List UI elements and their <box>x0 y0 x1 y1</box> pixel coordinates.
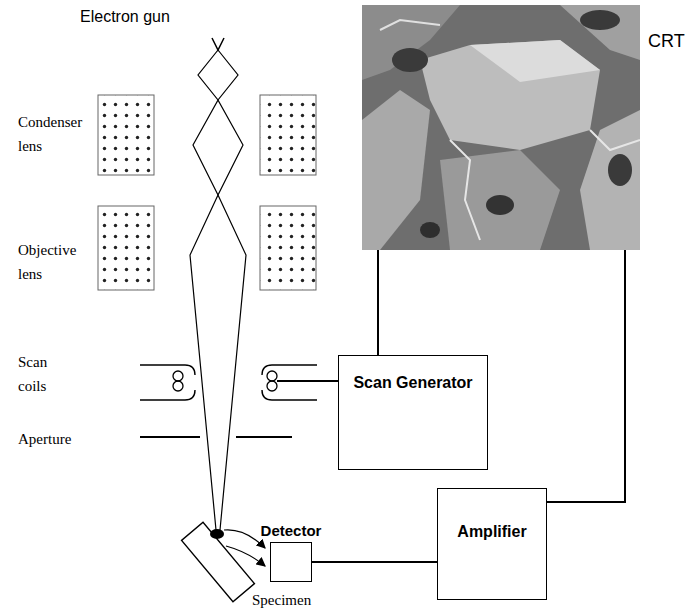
condenser-lens-coil <box>98 95 154 175</box>
screen-label: CRT <box>648 31 685 52</box>
part-label: Aperture <box>18 427 71 451</box>
crt-image-texture <box>450 140 480 240</box>
crt-image-texture <box>486 195 514 215</box>
aperture-plate <box>140 436 200 438</box>
scan-coil-symbol <box>140 390 195 400</box>
aperture-plate <box>236 436 292 438</box>
part-label: Condenser lens <box>18 110 90 158</box>
scan-coil-symbol <box>262 365 317 375</box>
crt-image-texture <box>420 222 440 238</box>
specimen-spot <box>210 529 224 539</box>
specimen-holder <box>182 522 255 601</box>
scan-coil-symbol <box>140 365 195 375</box>
crt-image-texture <box>380 20 440 30</box>
crt-image-ground <box>362 5 640 250</box>
box-label: Scan Generator <box>353 374 472 392</box>
part-label: Objective lens <box>18 238 90 286</box>
objective-lens-coil <box>98 206 154 290</box>
signal-arrow <box>224 530 265 548</box>
specimen-plate <box>182 522 255 601</box>
crt-image <box>362 5 640 250</box>
scan-coil-winding <box>173 381 183 391</box>
condenser-lens-coil <box>260 95 316 175</box>
crt-screen: CRT <box>362 5 640 250</box>
part-label: Specimen <box>252 588 311 612</box>
signal-wire <box>377 250 379 355</box>
scan-coil-symbol <box>262 390 317 400</box>
scan-coil-winding <box>267 371 277 381</box>
objective-lens-coil <box>260 206 316 290</box>
signal-wire <box>312 561 437 563</box>
scan-generator-box: Scan Generator <box>338 355 488 470</box>
crt-image-texture <box>608 154 632 186</box>
scan-coil-winding <box>173 371 183 381</box>
electron-beam <box>190 50 218 530</box>
box-heading: Detector <box>261 522 322 539</box>
crt-image-texture <box>580 10 620 30</box>
electron-beam <box>218 50 246 530</box>
part-label: Scan coils <box>18 350 68 398</box>
amplifier-box: Amplifier <box>437 488 547 600</box>
crt-image-texture <box>580 110 640 250</box>
detector-box: Detector <box>270 542 312 582</box>
box-label: Amplifier <box>457 523 526 541</box>
part-label: Electron gun <box>80 8 170 26</box>
signal-arrow <box>226 546 265 566</box>
crt-image-texture <box>440 150 560 250</box>
crt-image-texture <box>420 40 600 150</box>
crt-image-texture <box>590 130 640 150</box>
gun-tip <box>212 38 224 50</box>
crt-image-texture <box>392 48 428 72</box>
crt-image-texture <box>470 40 600 82</box>
coil-wire <box>277 380 338 382</box>
scan-coil-winding <box>267 381 277 391</box>
crt-image-texture <box>362 90 430 250</box>
signal-wire <box>547 250 625 502</box>
crt-image-texture <box>560 5 640 60</box>
